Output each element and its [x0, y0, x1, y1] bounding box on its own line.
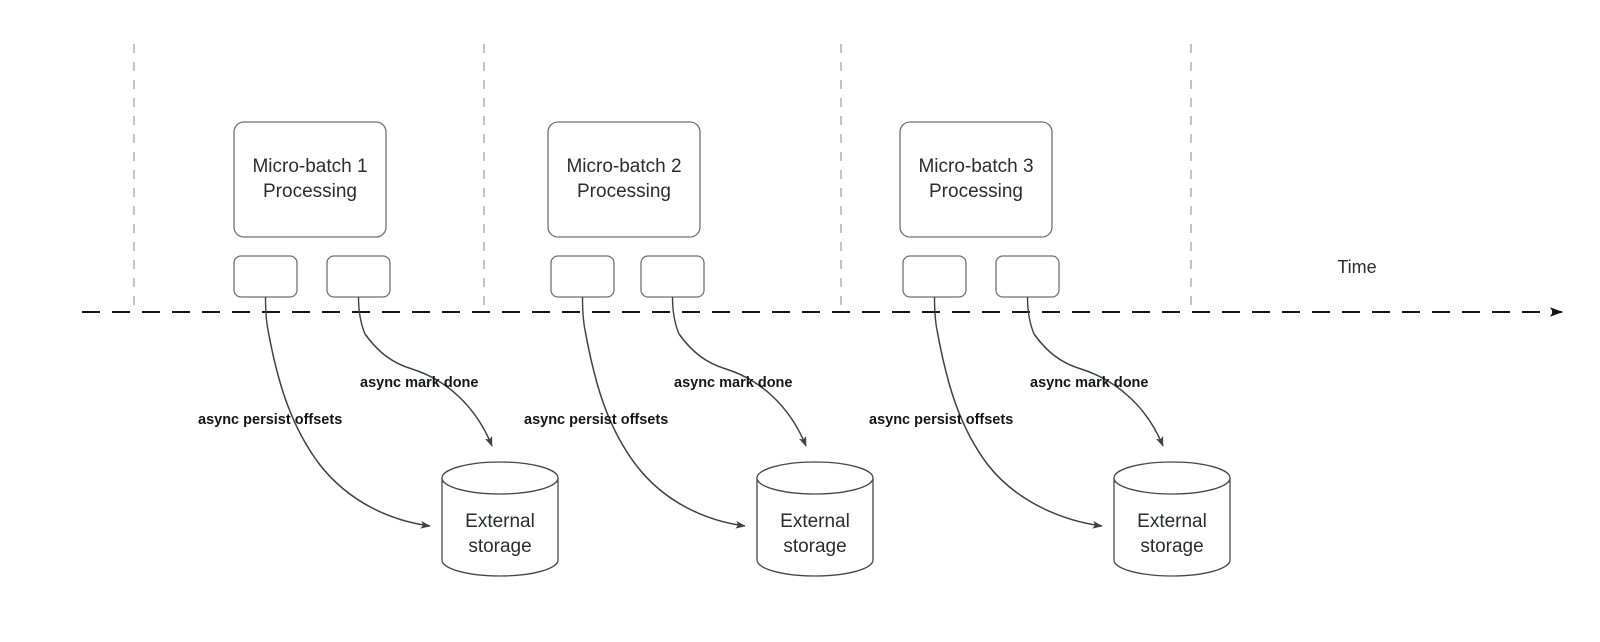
storage-cylinder-3-line2: storage	[1140, 536, 1203, 557]
micro-batch-group-3: Micro-batch 3 Processing async persist o…	[869, 121, 1231, 577]
mark-stem-1	[357, 296, 366, 335]
process-box-2[interactable]	[547, 121, 701, 238]
time-axis-label: Time	[1337, 257, 1376, 277]
storage-cylinder-2-line1: External	[780, 511, 850, 532]
storage-cylinder-3-top	[1113, 461, 1231, 495]
process-box-3[interactable]	[899, 121, 1053, 238]
micro-batch-group-1: Micro-batch 1 Processing async persist o…	[198, 121, 559, 577]
persist-edge-1	[267, 329, 431, 529]
persist-stem-2	[581, 296, 586, 331]
process-box-1[interactable]	[233, 121, 387, 238]
storage-cylinder-2-body	[756, 478, 874, 577]
storage-cylinder-3-line1: External	[1137, 511, 1207, 532]
storage-cylinder-2[interactable]: External storage	[756, 461, 874, 577]
process-box-1-line2: Processing	[263, 181, 357, 202]
persist-stem-1	[264, 296, 269, 331]
persist-stem-3	[933, 296, 938, 331]
mark-edge-1-label: async mark done	[360, 375, 478, 391]
process-box-2-line2: Processing	[577, 181, 671, 202]
process-box-3-line1: Micro-batch 3	[918, 156, 1033, 177]
storage-cylinder-1-line1: External	[465, 511, 535, 532]
mark-task-box-2[interactable]	[640, 255, 705, 298]
storage-cylinder-1-top	[441, 461, 559, 495]
mark-edge-1	[364, 333, 493, 447]
process-box-3-line2: Processing	[929, 181, 1023, 202]
micro-batch-group-2: Micro-batch 2 Processing async persist o…	[524, 121, 874, 577]
process-box-1-line1: Micro-batch 1	[252, 156, 367, 177]
persist-edge-1-label: async persist offsets	[198, 412, 342, 428]
persist-edge-2	[584, 329, 746, 529]
mark-edge-2-label: async mark done	[674, 375, 792, 391]
mark-stem-2	[671, 296, 680, 335]
storage-cylinder-1-line2: storage	[468, 536, 531, 557]
persist-task-box-1[interactable]	[233, 255, 298, 298]
mark-task-box-1[interactable]	[326, 255, 391, 298]
mark-stem-3	[1026, 296, 1035, 335]
mark-edge-3	[1033, 333, 1164, 447]
persist-edge-3-label: async persist offsets	[869, 412, 1013, 428]
persist-edge-3	[936, 329, 1103, 529]
storage-cylinder-2-top	[756, 461, 874, 495]
process-box-2-line1: Micro-batch 2	[566, 156, 681, 177]
storage-cylinder-2-line2: storage	[783, 536, 846, 557]
storage-cylinder-1-body	[441, 478, 559, 577]
mark-task-box-3[interactable]	[995, 255, 1060, 298]
storage-cylinder-3[interactable]: External storage	[1113, 461, 1231, 577]
storage-cylinder-3-body	[1113, 478, 1231, 577]
persist-task-box-2[interactable]	[550, 255, 615, 298]
persist-edge-2-label: async persist offsets	[524, 412, 668, 428]
boundary-lines	[133, 44, 1192, 312]
mark-edge-2	[678, 333, 807, 447]
storage-cylinder-1[interactable]: External storage	[441, 461, 559, 577]
persist-task-box-3[interactable]	[902, 255, 967, 298]
mark-edge-3-label: async mark done	[1030, 375, 1148, 391]
